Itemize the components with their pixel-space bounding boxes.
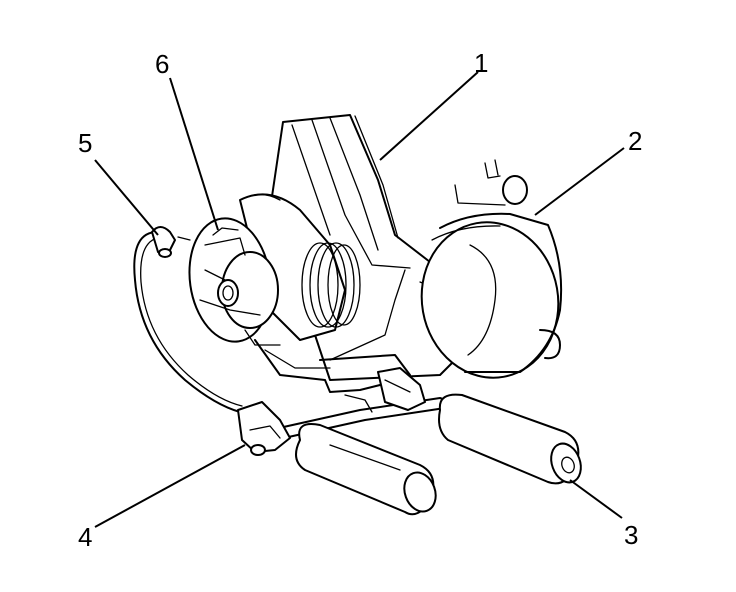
cable-clip <box>237 401 291 456</box>
callout-6: 6 <box>155 49 169 79</box>
cable <box>133 230 243 413</box>
disk-plate <box>188 217 281 346</box>
lower-bracket <box>254 339 411 393</box>
callout-labels: 1 2 3 4 5 6 <box>78 48 642 552</box>
cable-connector <box>151 226 191 258</box>
callout-2: 2 <box>628 126 642 156</box>
callout-3: 3 <box>624 520 638 550</box>
center-mechanism <box>344 367 426 413</box>
callout-5: 5 <box>78 128 92 158</box>
right-roller <box>438 393 582 485</box>
left-roller <box>295 423 437 516</box>
callout-1: 1 <box>474 48 488 78</box>
callout-4: 4 <box>78 522 92 552</box>
mounting-ring <box>420 159 563 379</box>
pulley-stack <box>239 193 361 341</box>
leader-lines <box>94 71 625 528</box>
